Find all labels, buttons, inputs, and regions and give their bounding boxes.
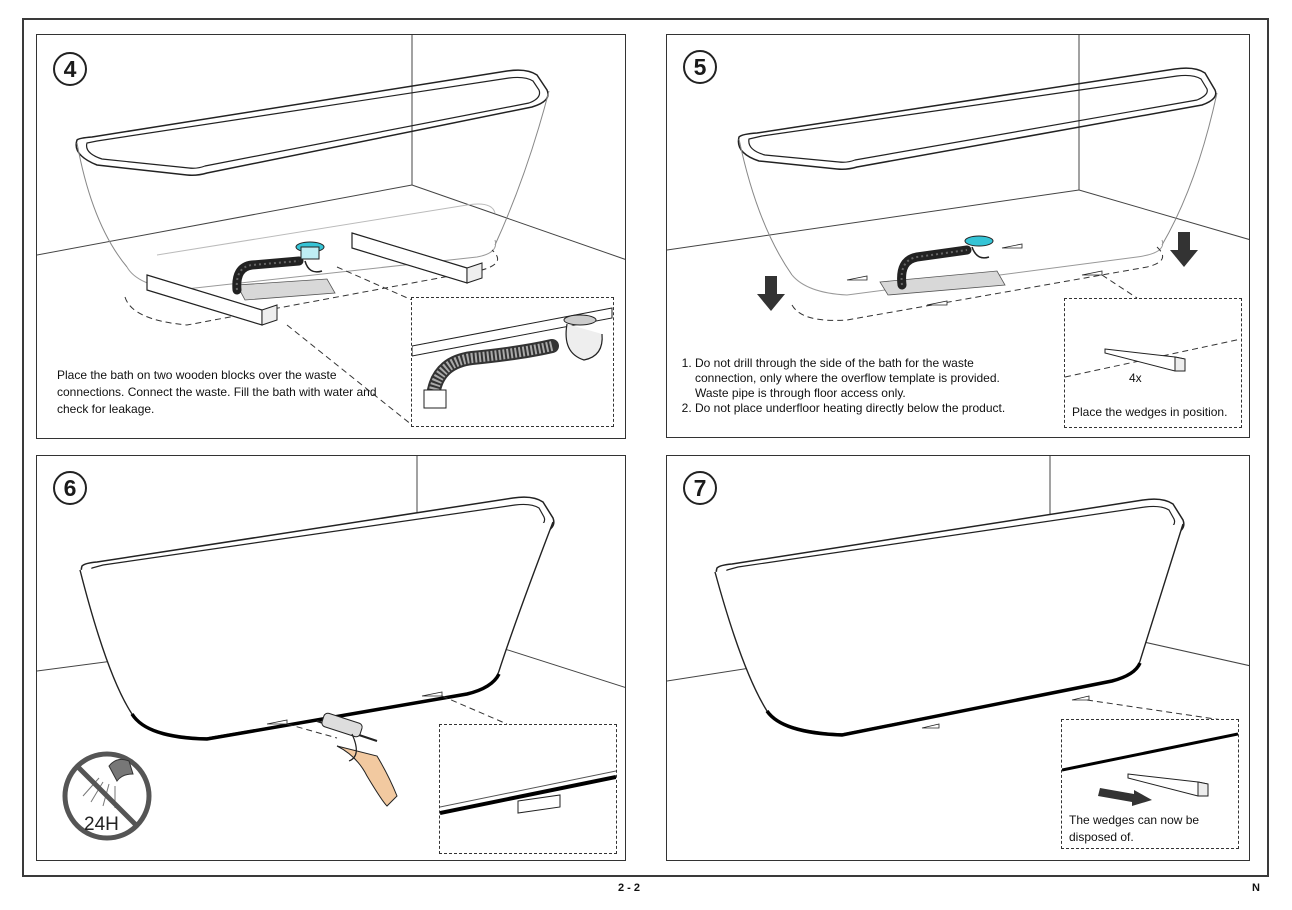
note-item: Do not place underfloor heating directly… — [695, 401, 1009, 416]
panel-step-6: 6 24H — [36, 455, 626, 861]
bath-on-blocks-illustration — [37, 35, 625, 426]
panel-step-4: 4 Place the bath on two wooden blocks ov… — [36, 34, 626, 439]
sealing-bath-illustration — [37, 456, 625, 841]
badge-24h-label: 24H — [84, 814, 119, 835]
panel-step-5: 5 Do not drill through the side of the b… — [666, 34, 1250, 438]
wedge-detail-inset: 4x Place the wedges in position. — [1064, 298, 1242, 428]
step-number-6: 6 — [53, 471, 87, 505]
wedge-quantity-label: 4x — [1129, 371, 1142, 385]
remove-arrow-icon — [1098, 788, 1152, 806]
waste-connection-detail-inset — [411, 297, 614, 427]
page-code: N — [1252, 882, 1260, 894]
waste-pipe-detail — [412, 307, 613, 409]
wooden-block-left — [146, 274, 278, 326]
down-arrow-left — [757, 276, 785, 311]
wedge-removal-detail-inset: The wedges can now be disposed of. — [1061, 719, 1239, 849]
sealant-line-detail — [440, 770, 616, 815]
bath-wedges-illustration — [667, 35, 1249, 321]
step-5-notes: Do not drill through the side of the bat… — [679, 356, 1009, 416]
page-number: 2 - 2 — [618, 882, 641, 894]
finished-bath-illustration — [667, 456, 1249, 737]
note-item: Do not drill through the side of the bat… — [695, 356, 1009, 401]
panel-step-7: 7 The wedges can now be disposed of. — [666, 455, 1250, 861]
step-number-5: 5 — [683, 50, 717, 84]
sealant-detail-inset — [439, 724, 617, 854]
step-number-4: 4 — [53, 52, 87, 86]
wedge-removal-detail — [1062, 732, 1238, 806]
down-arrow-right — [1170, 232, 1198, 267]
step-4-instructions: Place the bath on two wooden blocks over… — [57, 368, 377, 416]
page-frame — [22, 18, 1269, 877]
wooden-block-right — [351, 232, 483, 284]
wedge-removal-caption: The wedges can now be disposed of. — [1069, 813, 1200, 844]
no-shower-24h-icon — [62, 751, 152, 841]
sealant-gun-icon — [316, 712, 398, 807]
wedge-detail — [1065, 338, 1241, 378]
step-number-7: 7 — [683, 471, 717, 505]
wedge-inset-caption: Place the wedges in position. — [1072, 405, 1228, 419]
